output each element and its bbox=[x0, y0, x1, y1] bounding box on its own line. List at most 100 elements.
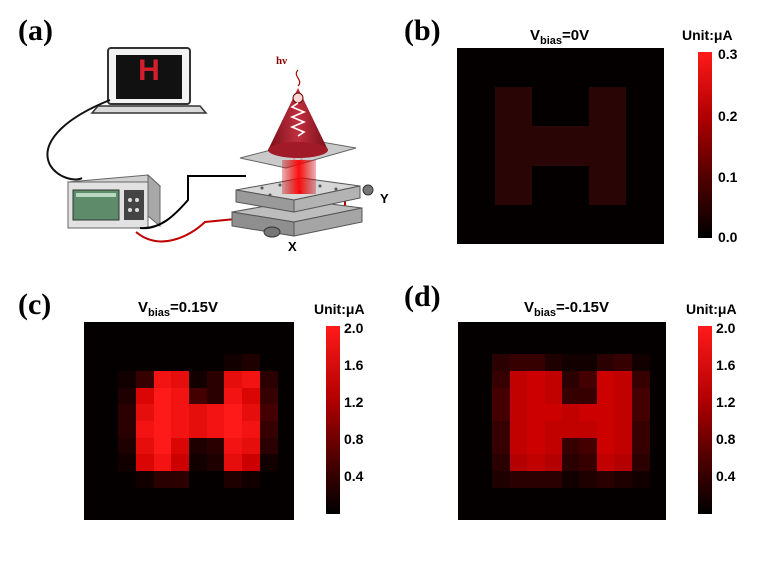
heatmap-cell bbox=[614, 421, 633, 438]
colorbar-c-tick: 0.4 bbox=[344, 468, 364, 484]
heatmap-cell bbox=[492, 421, 511, 438]
heatmap-cell bbox=[474, 487, 493, 505]
heatmap-cell bbox=[579, 337, 598, 355]
heatmap-cell bbox=[457, 67, 476, 88]
heatmap-c bbox=[84, 322, 294, 520]
heatmap-cell bbox=[457, 146, 476, 166]
heatmap-cell bbox=[224, 387, 243, 405]
probe-wire-black bbox=[139, 175, 246, 230]
heatmap-cell bbox=[631, 421, 650, 438]
heatmap-cell bbox=[607, 67, 627, 88]
colorbar-b-unit: Unit:μA bbox=[682, 27, 733, 43]
heatmap-cell bbox=[569, 48, 589, 68]
heatmap-cell bbox=[457, 126, 476, 147]
heatmap-cell bbox=[136, 437, 155, 455]
heatmap-cell bbox=[475, 185, 495, 206]
heatmap-cell bbox=[171, 454, 190, 472]
heatmap-cell bbox=[596, 371, 615, 389]
heatmap-cell bbox=[626, 224, 646, 245]
heatmap-cell bbox=[474, 371, 493, 389]
heatmap-cell bbox=[241, 487, 260, 505]
usb-cable bbox=[46, 99, 111, 181]
heatmap-cell bbox=[136, 354, 155, 372]
heatmap-cell bbox=[626, 126, 646, 147]
heatmap-cell bbox=[492, 487, 511, 505]
heatmap-cell bbox=[513, 165, 533, 186]
heatmap-cell bbox=[631, 470, 650, 488]
heatmap-cell bbox=[189, 470, 207, 488]
heatmap-cell bbox=[596, 470, 615, 488]
heatmap-cell bbox=[241, 470, 260, 488]
photon-wave-icon bbox=[289, 102, 307, 137]
heatmap-cell bbox=[100, 487, 119, 505]
heatmap-cell bbox=[607, 146, 627, 166]
heatmap-cell bbox=[562, 387, 580, 405]
heatmap-cell bbox=[562, 470, 580, 488]
heatmap-cell bbox=[551, 165, 571, 186]
heatmap-cell bbox=[527, 387, 546, 405]
heatmap-cell bbox=[494, 106, 514, 127]
heatmap-cell bbox=[551, 224, 571, 245]
heatmap-cell bbox=[224, 470, 243, 488]
heatmap-cell bbox=[224, 421, 243, 438]
heatmap-cell bbox=[551, 87, 571, 108]
heatmap-cell bbox=[562, 454, 580, 472]
heatmap-cell bbox=[631, 337, 650, 355]
heatmap-cell bbox=[171, 387, 190, 405]
colorbar-c-tick: 1.2 bbox=[344, 394, 364, 410]
heatmap-cell bbox=[544, 421, 563, 438]
heatmap-cell bbox=[544, 487, 563, 505]
heatmap-cell bbox=[562, 421, 580, 438]
heatmap-cell bbox=[206, 470, 225, 488]
colorbar-d-tick: 0.8 bbox=[716, 431, 736, 447]
heatmap-cell bbox=[626, 204, 646, 225]
heatmap-cell bbox=[509, 470, 528, 488]
colorbar-b-tick: 0.2 bbox=[718, 108, 738, 124]
heatmap-cell bbox=[474, 470, 493, 488]
heatmap-cell bbox=[532, 67, 552, 88]
heatmap-cell bbox=[607, 48, 627, 68]
heatmap-cell bbox=[494, 126, 514, 147]
heatmap-cell bbox=[588, 106, 608, 127]
heatmap-cell bbox=[100, 437, 119, 455]
heatmap-cell bbox=[492, 470, 511, 488]
heatmap-cell bbox=[224, 454, 243, 472]
heatmap-cell bbox=[626, 67, 646, 88]
heatmap-cell bbox=[579, 354, 598, 372]
heatmap-cell bbox=[136, 404, 155, 422]
heatmap-cell bbox=[596, 337, 615, 355]
heatmap-cell bbox=[100, 421, 119, 438]
heatmap-cell bbox=[579, 454, 598, 472]
heatmap-cell bbox=[607, 106, 627, 127]
heatmap-cell bbox=[509, 387, 528, 405]
heatmap-cell bbox=[259, 487, 278, 505]
heatmap-cell bbox=[259, 437, 278, 455]
heatmap-cell bbox=[100, 354, 119, 372]
heatmap-cell bbox=[544, 337, 563, 355]
heatmap-cell bbox=[118, 337, 137, 355]
heatmap-cell bbox=[474, 404, 493, 422]
heatmap-cell bbox=[153, 387, 172, 405]
heatmap-cell bbox=[544, 404, 563, 422]
heatmap-cell bbox=[588, 146, 608, 166]
heatmap-cell bbox=[579, 437, 598, 455]
heatmap-cell bbox=[100, 387, 119, 405]
heatmap-cell bbox=[224, 371, 243, 389]
heatmap-cell bbox=[532, 48, 552, 68]
heatmap-cell bbox=[532, 185, 552, 206]
heatmap-cell bbox=[241, 454, 260, 472]
heatmap-cell bbox=[136, 454, 155, 472]
heatmap-cell bbox=[569, 87, 589, 108]
heatmap-cell bbox=[474, 454, 493, 472]
heatmap-cell bbox=[626, 106, 646, 127]
heatmap-cell bbox=[118, 487, 137, 505]
heatmap-cell bbox=[136, 421, 155, 438]
heatmap-cell bbox=[579, 470, 598, 488]
axis-label-y: Y bbox=[380, 191, 389, 206]
heatmap-cell bbox=[579, 421, 598, 438]
heatmap-cell bbox=[631, 354, 650, 372]
heatmap-cell bbox=[645, 126, 665, 147]
heatmap-cell bbox=[562, 371, 580, 389]
heatmap-cell bbox=[544, 470, 563, 488]
heatmap-cell bbox=[153, 337, 172, 355]
